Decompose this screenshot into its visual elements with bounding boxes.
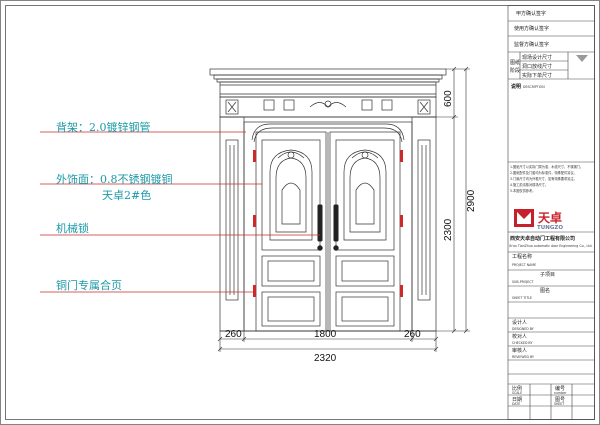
dimension-lines [217,66,470,352]
title-block [507,5,595,420]
dim-height-top: 600 [443,90,454,107]
tb-description-en: DESCRIPTION [523,85,545,89]
tb-sheet-cn: 图号 [555,397,565,403]
tb-user-sign: 使用方确认签字 [514,25,549,32]
tb-stage-label-1: 图纸 [510,59,520,66]
tb-scale-cn: 比例 [512,385,522,392]
tb-project-name-cn: 工程名称 [512,253,532,260]
tb-company-en: Xi'an TianZhuo automatic door Engineerin… [509,244,593,248]
tb-sheet-title-en: SHEET TITLE [512,296,532,300]
tb-designed-cn: 设计人 [512,319,527,326]
tb-number-en: number [554,391,567,395]
tb-reviewed-en: REVIEWED BY [512,355,534,359]
annotation-finish-material: 外饰面：0.8不锈钢镀铜 [56,172,173,186]
tb-number-cn: 编号 [555,385,565,392]
tb-sheet-en: SHEET [554,402,564,406]
tb-stage-label-2: 阶段 [510,67,520,74]
door-handles [317,204,339,251]
door-hinges [253,150,403,297]
tb-date-en: DATE [512,402,520,406]
dim-width-right: 260 [404,329,421,340]
tb-checked-en: CHECKED BY [512,341,532,345]
annotation-frame-material: 背架：2.0镀锌钢管 [56,120,151,134]
door-elevation [209,68,447,332]
logo-text-en: TUNGZO [537,225,563,231]
tb-note-1: 1.图纸尺寸以实际门洞为准，木线尺寸，不锈钢门。 [510,164,583,169]
tb-date-cn: 日期 [512,397,522,403]
logo-text-cn: 天卓 [538,210,562,225]
tb-sheet-title-cn: 图名 [540,287,550,294]
tb-sub-project-cn: 子项目 [540,271,555,278]
tb-supervisor-sign: 监督方确认签字 [514,41,549,48]
dim-width-total: 2320 [314,353,337,364]
tb-note-4: 4.施工前请核对现场尺寸。 [510,182,548,187]
company-logo: 天卓 TUNGZO [514,209,563,231]
tb-owner-sign: 甲方确认签字 [516,10,546,17]
tb-stage-1: 现场设计尺寸 [522,54,552,61]
tb-description-cn: 说明 [511,83,521,90]
annotation-finish-color: 天卓2#色 [102,188,151,202]
tb-designed-en: DESIGNED BY [512,327,534,331]
tb-note-3: 3.门扇尺寸均为外框尺寸，如有特殊要求另注。 [510,176,577,181]
tb-company-cn: 西安天卓自动门工程有限公司 [510,235,575,242]
dim-width-center: 1800 [314,329,337,340]
tb-checked-cn: 校对人 [512,333,527,340]
tb-stage-2: 洞口放线尺寸 [522,63,552,70]
dim-height-door: 2300 [443,218,454,241]
stage-triangle-icon [576,55,588,62]
annotation-lock: 机械锁 [56,221,89,235]
annotation-leaders [40,131,320,293]
annotation-hinge: 铜门专属合页 [56,278,122,292]
dim-width-left: 260 [225,329,242,340]
tb-note-2: 2.图纸配件及门套均为标准件，特殊配件另议。 [510,170,577,175]
tb-note-5: 5.本图仅供参考。 [510,188,535,193]
tb-scale-en: SCALE [512,391,522,395]
tb-reviewed-cn: 审核人 [512,347,527,354]
dim-height-total: 2900 [466,189,477,212]
tb-sub-project-en: SUB-PROJECT [512,280,534,284]
tb-project-name-en: PROJECT NAME [512,263,536,267]
tb-stage-3: 实际下单尺寸 [522,72,552,79]
